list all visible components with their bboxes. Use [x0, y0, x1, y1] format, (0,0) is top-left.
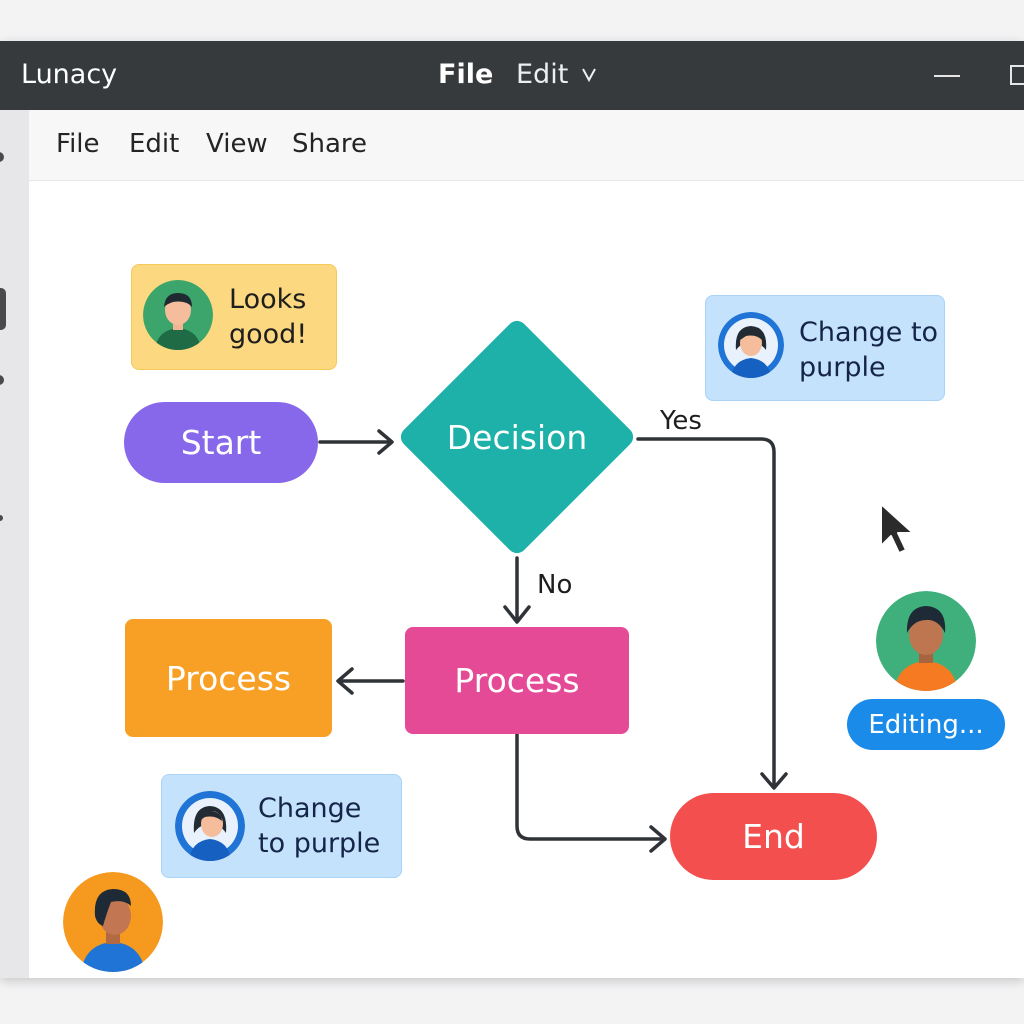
- title-menu-edit[interactable]: Edit: [516, 59, 569, 90]
- mouse-pointer-icon: [880, 503, 914, 554]
- chevron-down-icon[interactable]: [581, 65, 597, 83]
- decision-label: Decision: [446, 417, 588, 457]
- title-bar: Lunacy File Edit: [0, 41, 1024, 110]
- connector-decision-end: [636, 437, 776, 789]
- comment-card[interactable]: Change to purple: [705, 295, 945, 401]
- comment-line: to purple: [258, 828, 381, 859]
- start-node[interactable]: Start: [124, 402, 318, 483]
- left-toolbar-strip: [0, 110, 29, 978]
- connector-layer: [318, 429, 788, 853]
- comment-text: Looks good!: [229, 282, 307, 352]
- app-window: Lunacy File Edit File Edit View Share: [0, 41, 1024, 978]
- toolbar-handle-icon[interactable]: [0, 288, 6, 330]
- process-node-left[interactable]: Process: [125, 619, 332, 737]
- arrowhead-icon: [336, 667, 354, 695]
- comment-card[interactable]: Looks good!: [131, 264, 337, 370]
- arrowhead-icon: [377, 429, 394, 455]
- menu-item-view[interactable]: View: [206, 129, 268, 159]
- toolbar-dot-icon[interactable]: [0, 515, 3, 521]
- title-menu-file[interactable]: File: [438, 59, 494, 90]
- comment-line: Looks: [229, 284, 307, 315]
- comment-line: Change: [258, 793, 362, 824]
- flowchart-canvas[interactable]: Start Decision Yes No Process Process En…: [29, 181, 1024, 978]
- connector-process-end: [515, 732, 665, 841]
- maximize-icon[interactable]: [1010, 65, 1024, 85]
- comment-line: purple: [799, 352, 886, 383]
- avatar: [143, 280, 213, 350]
- arrowhead-icon: [503, 605, 531, 624]
- decision-node[interactable]: Decision: [396, 316, 638, 558]
- comment-text: Change to purple: [799, 315, 938, 385]
- edge-label-yes: Yes: [660, 406, 702, 436]
- end-node[interactable]: End: [670, 793, 877, 880]
- comment-line: good!: [229, 319, 308, 350]
- menu-item-share[interactable]: Share: [292, 129, 368, 159]
- avatar: [175, 791, 245, 861]
- edge-label-no: No: [537, 570, 573, 600]
- user-avatar[interactable]: [63, 872, 163, 972]
- comment-line: Change to: [799, 317, 939, 348]
- comment-text: Change to purple: [258, 791, 380, 861]
- avatar: [718, 312, 784, 378]
- toolbar-dot-icon[interactable]: [0, 375, 4, 385]
- comment-card[interactable]: Change to purple: [161, 774, 402, 878]
- app-title: Lunacy: [21, 59, 118, 90]
- process-node-center[interactable]: Process: [405, 627, 629, 734]
- editing-status-badge: Editing...: [847, 699, 1005, 750]
- menu-bar: File Edit View Share: [29, 110, 1024, 181]
- toolbar-dot-icon[interactable]: [0, 152, 4, 162]
- menu-item-edit[interactable]: Edit: [129, 129, 180, 159]
- arrowhead-icon: [760, 772, 788, 790]
- collaborator-avatar[interactable]: [876, 591, 976, 691]
- arrowhead-icon: [649, 825, 667, 853]
- menu-item-file[interactable]: File: [56, 129, 100, 159]
- minimize-icon[interactable]: [934, 75, 960, 77]
